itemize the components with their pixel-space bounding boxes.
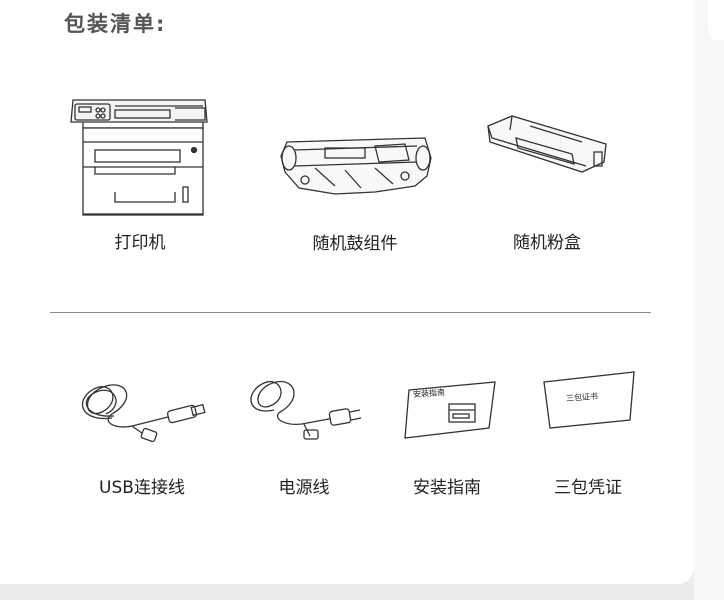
item-toner: 随机粉盒 (472, 108, 622, 268)
item-drum-label: 随机鼓组件 (312, 234, 398, 254)
item-drum: 随机鼓组件 (270, 128, 440, 278)
right-panel (694, 0, 724, 600)
usb-cable-icon (81, 384, 206, 442)
package-list-card: 包装清单: 打印机 (0, 0, 694, 584)
item-toner-label: 随机粉盒 (513, 233, 581, 253)
item-install-guide: 安装指南 安装指南 (392, 380, 502, 520)
item-warranty-label: 三包凭证 (554, 478, 622, 498)
power-cable-icon (250, 380, 362, 440)
item-printer-label: 打印机 (114, 233, 166, 253)
printer-icon (70, 99, 208, 216)
install-guide-icon: 安装指南 (397, 380, 497, 442)
package-list-title: 包装清单: (64, 12, 167, 36)
toner-cartridge-icon (487, 115, 607, 173)
item-usb-cable: USB连接线 (72, 372, 212, 522)
item-power-cable-label: 电源线 (278, 478, 330, 498)
right-panel-top-card (708, 0, 724, 40)
drum-unit-icon (280, 137, 432, 195)
item-warranty: 三包证书 三包凭证 (533, 370, 643, 520)
install-guide-cover-text: 安装指南 (412, 387, 446, 400)
item-printer: 打印机 (60, 92, 220, 272)
warranty-card-cover-text: 三包证书 (565, 391, 599, 404)
item-power-cable: 电源线 (244, 370, 364, 520)
warranty-card-icon: 三包证书 (538, 370, 638, 432)
item-usb-cable-label: USB连接线 (99, 478, 185, 498)
item-install-guide-label: 安装指南 (413, 478, 481, 498)
section-divider (50, 312, 651, 313)
